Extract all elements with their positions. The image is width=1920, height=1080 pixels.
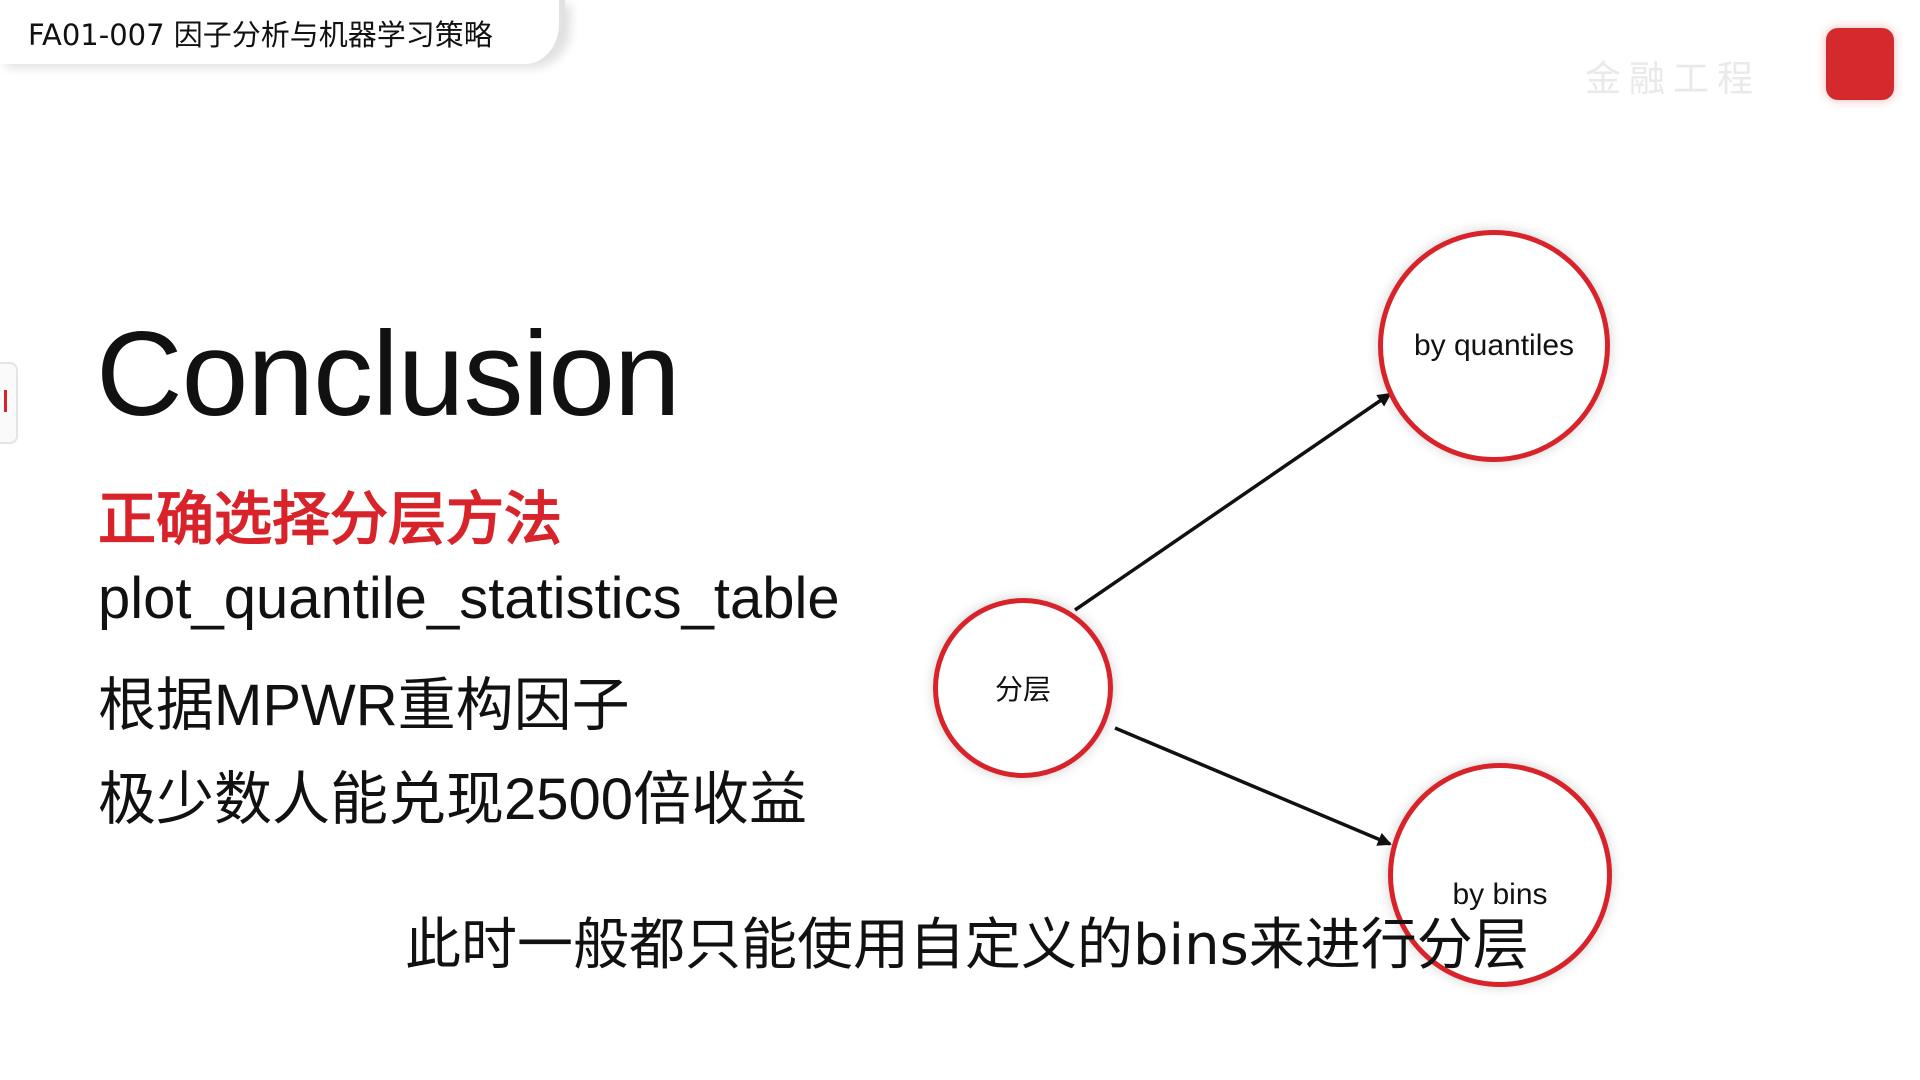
bullet-item: 极少数人能兑现2500倍收益 — [98, 767, 808, 832]
course-title: FA01-007 因子分析与机器学习策略 — [28, 18, 493, 52]
diagram-arrows — [1074, 392, 1392, 846]
node-stratify-label: 分层 — [994, 674, 1051, 705]
video-subtitle: 此时一般都只能使用自定义的bins来进行分层 — [405, 913, 1529, 978]
bullet-highlight: 正确选择分层方法 — [98, 487, 563, 552]
handle-marker-icon — [4, 390, 7, 412]
side-panel-handle[interactable] — [0, 362, 18, 444]
arrow-to-quantiles — [1074, 392, 1392, 612]
watermark-text: 金融工程 — [1585, 59, 1762, 100]
node-by-quantiles: by quantiles — [1378, 230, 1610, 462]
node-by-bins-label: by bins — [1452, 878, 1548, 911]
channel-logo — [1826, 28, 1894, 100]
node-stratify: 分层 — [933, 598, 1113, 778]
stratification-diagram: 分层 by quantiles by bins — [900, 200, 1660, 1020]
node-by-quantiles-label: by quantiles — [1413, 329, 1575, 362]
course-title-tab: FA01-007 因子分析与机器学习策略 — [0, 0, 565, 64]
arrow-to-bins — [1114, 726, 1392, 846]
slide-title: Conclusion — [96, 307, 681, 441]
bullet-item: 根据MPWR重构因子 — [98, 673, 630, 738]
node-by-bins: by bins — [1388, 763, 1612, 987]
bullet-item: plot_quantile_statistics_table — [98, 566, 840, 631]
